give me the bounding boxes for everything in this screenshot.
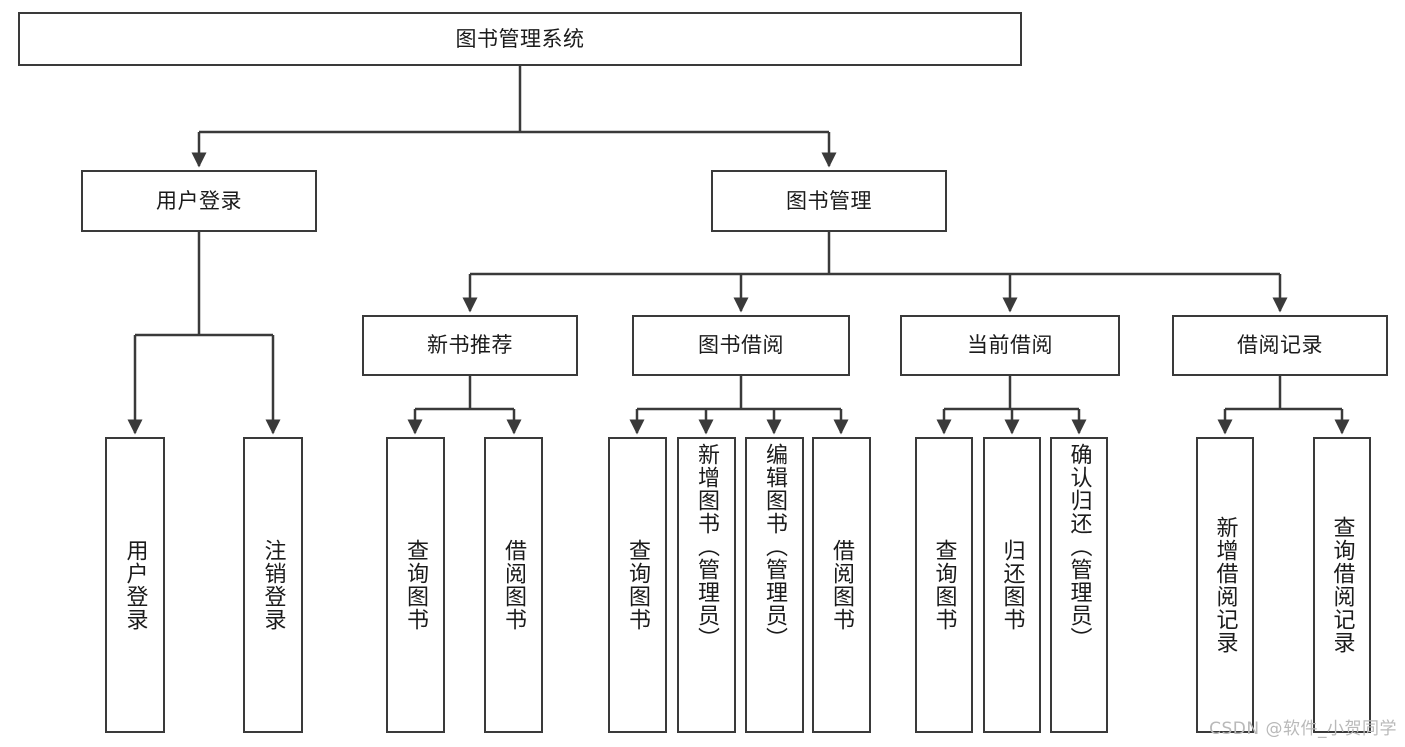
node-user-login-label: 用户登录 xyxy=(156,188,242,213)
leaf-node-confirm-return-admin-label: 确认归还（管理员） xyxy=(1066,443,1092,650)
node-book-management[interactable]: 图书管理 xyxy=(711,170,947,232)
leaf-node-query-book-rec-label: 查询图书 xyxy=(403,539,429,631)
leaf-node-user-login[interactable]: 用户登录 xyxy=(105,437,165,733)
leaf-node-user-login-label: 用户登录 xyxy=(122,539,148,631)
node-book-borrow-label: 图书借阅 xyxy=(698,333,784,358)
leaf-node-query-book-borrow-label: 查询图书 xyxy=(625,539,651,631)
leaf-node-query-book-borrow[interactable]: 查询图书 xyxy=(608,437,667,733)
node-borrow-record-label: 借阅记录 xyxy=(1237,333,1323,358)
leaf-node-add-borrow-record-label: 新增借阅记录 xyxy=(1212,516,1238,654)
node-current-borrow-label: 当前借阅 xyxy=(967,333,1053,358)
node-new-book-recommend[interactable]: 新书推荐 xyxy=(362,315,578,376)
leaf-node-logout-label: 注销登录 xyxy=(260,539,286,631)
leaf-node-add-borrow-record[interactable]: 新增借阅记录 xyxy=(1196,437,1254,733)
node-root-system-label: 图书管理系统 xyxy=(455,26,585,51)
leaf-node-query-book-current-label: 查询图书 xyxy=(931,539,957,631)
leaf-node-confirm-return-admin[interactable]: 确认归还（管理员） xyxy=(1050,437,1108,733)
leaf-node-return-book[interactable]: 归还图书 xyxy=(983,437,1041,733)
node-book-management-label: 图书管理 xyxy=(786,188,872,213)
leaf-node-add-book-admin-label: 新增图书（管理员） xyxy=(694,443,720,650)
leaf-node-query-borrow-record[interactable]: 查询借阅记录 xyxy=(1313,437,1371,733)
leaf-node-query-book-current[interactable]: 查询图书 xyxy=(915,437,973,733)
leaf-node-borrow-book-label: 借阅图书 xyxy=(829,539,855,631)
leaf-node-borrow-book-rec-label: 借阅图书 xyxy=(501,539,527,631)
node-root-system[interactable]: 图书管理系统 xyxy=(18,12,1022,66)
node-user-login[interactable]: 用户登录 xyxy=(81,170,317,232)
leaf-node-borrow-book[interactable]: 借阅图书 xyxy=(812,437,871,733)
node-borrow-record[interactable]: 借阅记录 xyxy=(1172,315,1388,376)
watermark-text: CSDN @软件_小贺同学 xyxy=(1209,719,1397,739)
leaf-node-borrow-book-rec[interactable]: 借阅图书 xyxy=(484,437,543,733)
leaf-node-query-book-rec[interactable]: 查询图书 xyxy=(386,437,445,733)
leaf-node-edit-book-admin-label: 编辑图书（管理员） xyxy=(762,443,788,650)
leaf-node-edit-book-admin[interactable]: 编辑图书（管理员） xyxy=(745,437,804,733)
leaf-node-query-borrow-record-label: 查询借阅记录 xyxy=(1329,516,1355,654)
leaf-node-add-book-admin[interactable]: 新增图书（管理员） xyxy=(677,437,736,733)
node-book-borrow[interactable]: 图书借阅 xyxy=(632,315,850,376)
node-new-book-recommend-label: 新书推荐 xyxy=(427,333,513,358)
node-current-borrow[interactable]: 当前借阅 xyxy=(900,315,1120,376)
leaf-node-return-book-label: 归还图书 xyxy=(999,539,1025,631)
leaf-node-logout[interactable]: 注销登录 xyxy=(243,437,303,733)
